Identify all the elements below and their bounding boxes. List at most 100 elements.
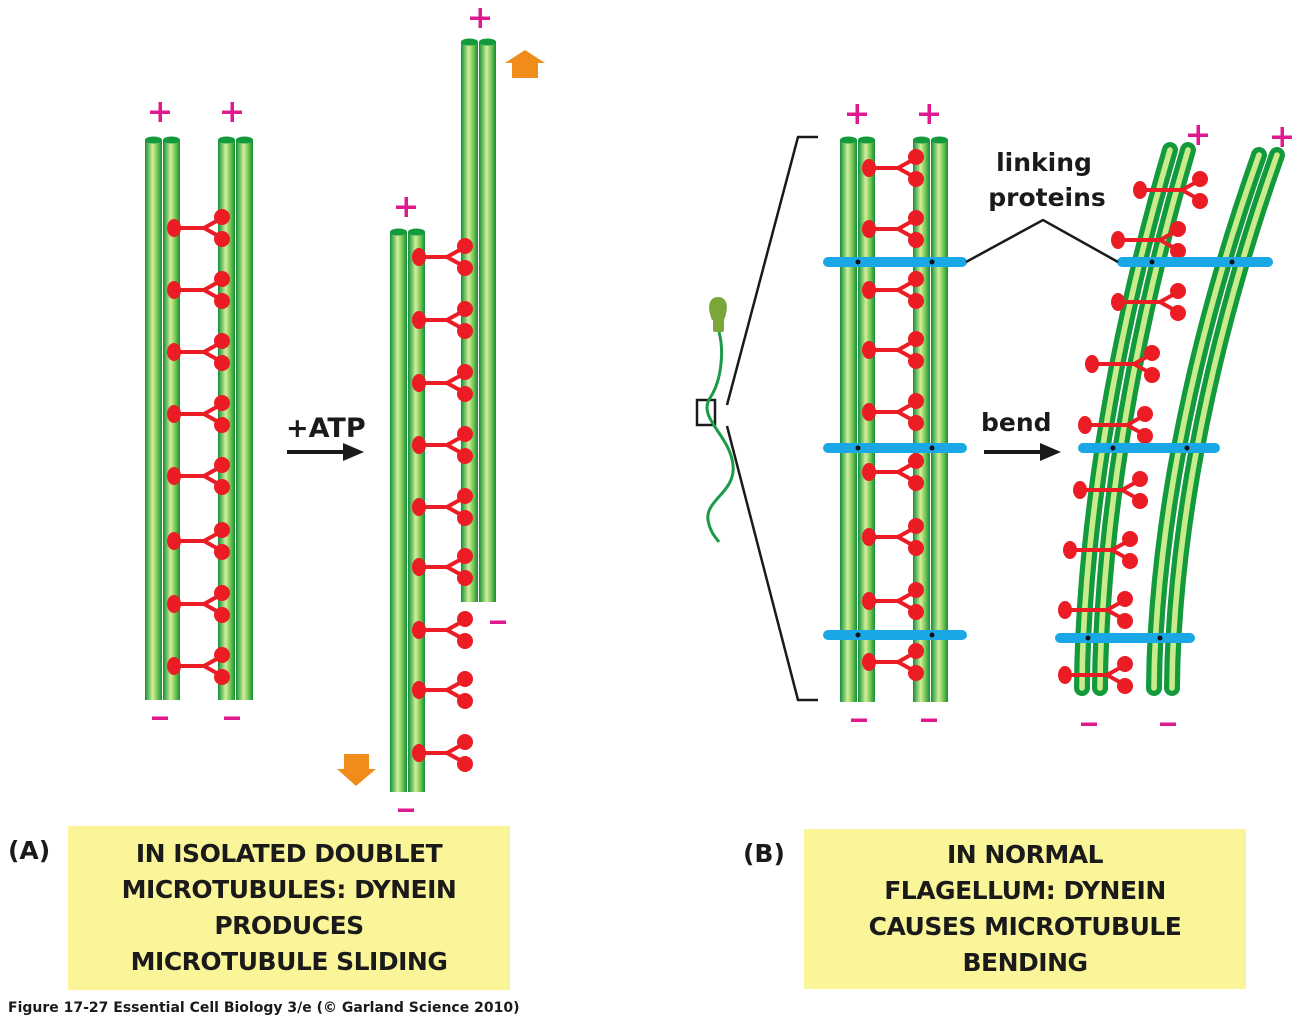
dynein-head	[457, 426, 473, 442]
bend-label: bend	[981, 408, 1052, 437]
plus-end-sign	[158, 102, 162, 122]
dynein-head	[1144, 345, 1160, 361]
dynein-tail	[167, 595, 181, 613]
panel-a-caption: IN ISOLATED DOUBLET MICROTUBULES: DYNEIN…	[68, 826, 510, 990]
dynein-head	[457, 448, 473, 464]
dynein-motor	[167, 271, 230, 309]
dynein-head	[908, 171, 924, 187]
linking-label-line1: linking	[996, 148, 1092, 177]
dynein-motor	[862, 643, 924, 681]
dynein-motor	[167, 333, 230, 371]
dynein-head	[1170, 221, 1186, 237]
dynein-tail	[862, 403, 876, 421]
dynein-head	[1137, 428, 1153, 444]
dynein-motor	[412, 611, 473, 649]
dynein-head	[457, 260, 473, 276]
dynein-head	[1117, 678, 1133, 694]
dynein-head	[457, 756, 473, 772]
minus-end-sign	[152, 716, 168, 720]
dynein-head	[908, 540, 924, 556]
microtubule-bent-highlight	[1169, 152, 1280, 691]
dynein-tail	[1078, 416, 1092, 434]
plus-end-sign	[478, 8, 482, 28]
dynein-motor	[1111, 283, 1186, 321]
dynein-head	[1170, 305, 1186, 321]
dynein-head	[1192, 193, 1208, 209]
dynein-head	[908, 271, 924, 287]
dynein-head	[908, 232, 924, 248]
microtubule-end	[218, 136, 235, 144]
dynein-head	[1170, 243, 1186, 259]
minus-end-sign	[224, 716, 240, 720]
linking-protein-attachment	[1149, 259, 1155, 265]
dynein-head	[457, 488, 473, 504]
caption-line: CAUSES MICROTUBULE	[868, 912, 1182, 941]
minus-end-sign	[921, 718, 937, 722]
dynein-tail	[412, 436, 426, 454]
microtubule	[858, 140, 875, 702]
dynein-head	[908, 415, 924, 431]
zoom-bracket-bottom	[725, 425, 818, 702]
dynein-head	[1170, 283, 1186, 299]
dynein-motor	[412, 488, 473, 526]
dynein-head	[908, 293, 924, 309]
microtubule-end	[236, 136, 253, 144]
dynein-motor	[1133, 171, 1208, 209]
minus-end-sign	[490, 620, 506, 624]
dynein-tail	[862, 528, 876, 546]
microtubule	[840, 140, 857, 702]
linking-protein-attachment	[855, 445, 861, 451]
dynein-head	[214, 271, 230, 287]
dynein-tail	[412, 374, 426, 392]
linking-pointer-lines	[965, 218, 1119, 264]
dynein-motor	[412, 548, 473, 586]
dynein-head	[214, 231, 230, 247]
dynein-head	[457, 671, 473, 687]
caption-line: IN ISOLATED DOUBLET	[135, 839, 443, 868]
dynein-motor	[167, 585, 230, 623]
dynein-head	[908, 331, 924, 347]
dynein-head	[908, 665, 924, 681]
dynein-tail	[167, 281, 181, 299]
dynein-head	[1137, 406, 1153, 422]
linking-protein-attachment	[929, 445, 935, 451]
atp-label: +ATP	[286, 413, 366, 444]
dynein-motor	[167, 647, 230, 685]
dynein-tail	[862, 341, 876, 359]
dynein-head	[457, 323, 473, 339]
dynein-head	[457, 693, 473, 709]
dynein-tail	[412, 681, 426, 699]
microtubule-end	[479, 38, 496, 46]
dynein-motor	[412, 364, 473, 402]
dynein-tail	[1058, 666, 1072, 684]
dynein-head	[1132, 471, 1148, 487]
dynein-tail	[1111, 293, 1125, 311]
dynein-head	[214, 647, 230, 663]
zoom-box	[695, 398, 717, 427]
dynein-head	[457, 364, 473, 380]
dynein-head	[214, 457, 230, 473]
dynein-head	[1117, 591, 1133, 607]
dynein-head	[214, 333, 230, 349]
panel-a-letter: (A)	[8, 836, 51, 865]
linking-protein-attachment	[1184, 445, 1190, 451]
dynein-motor	[1073, 471, 1148, 509]
bend-arrow	[984, 443, 1061, 461]
dynein-tail	[167, 532, 181, 550]
dynein-head	[214, 544, 230, 560]
dynein-head	[908, 518, 924, 534]
caption-line: FLAGELLUM: DYNEIN	[884, 876, 1166, 905]
plus-end-sign	[1196, 125, 1200, 145]
dynein-head	[457, 548, 473, 564]
minus-end-sign	[851, 718, 867, 722]
dynein-motor	[862, 210, 924, 248]
plus-end-sign	[230, 102, 234, 122]
dynein-tail	[167, 467, 181, 485]
dynein-head	[908, 453, 924, 469]
dynein-head	[457, 386, 473, 402]
caption-line: IN NORMAL	[946, 840, 1104, 869]
dynein-head	[457, 611, 473, 627]
dynein-head	[1144, 367, 1160, 383]
plus-end-sign	[404, 197, 408, 217]
